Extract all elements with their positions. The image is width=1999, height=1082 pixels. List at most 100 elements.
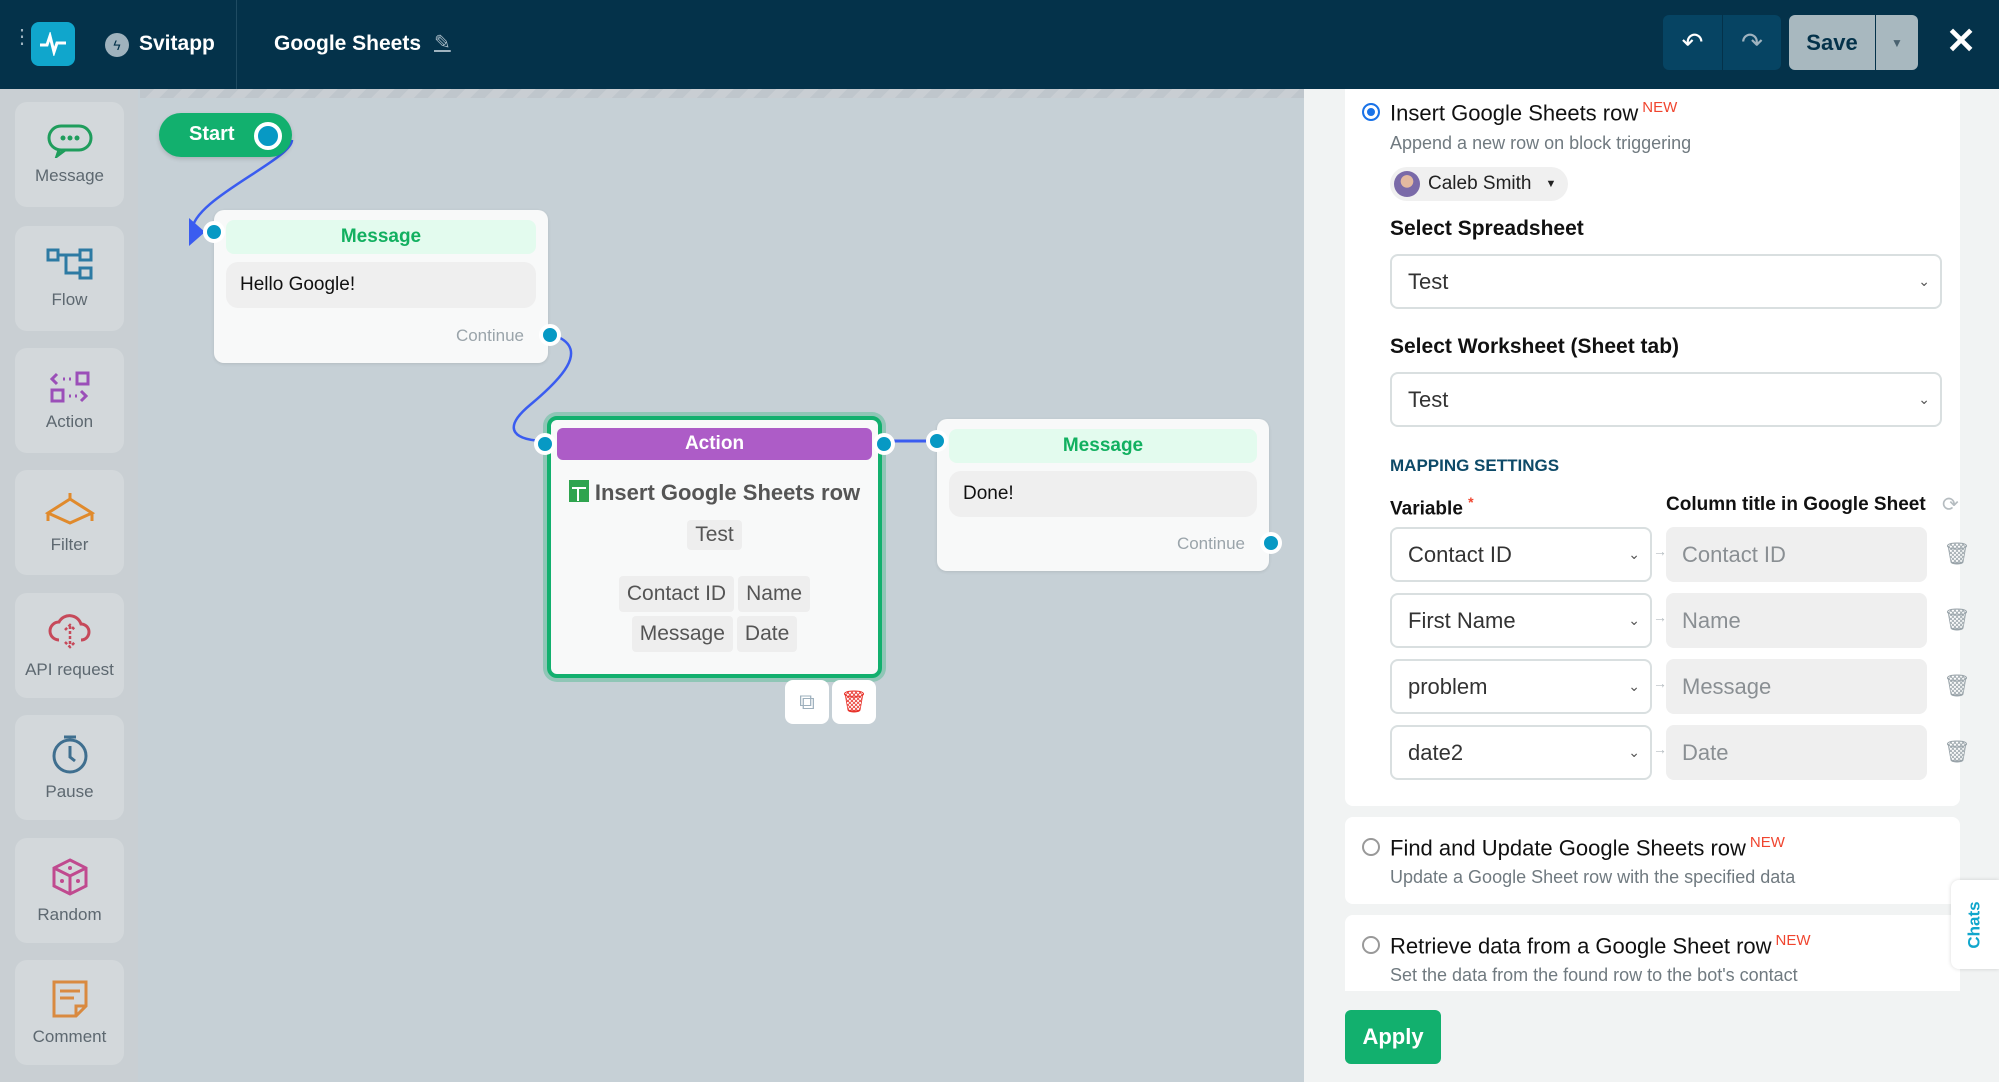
input-port[interactable]	[534, 433, 556, 455]
variable-header: Variable *	[1390, 494, 1474, 520]
chevron-down-icon: ▼	[1891, 35, 1903, 50]
delete-row-icon[interactable]: 🗑	[1943, 607, 1971, 632]
palette-label: Filter	[50, 534, 89, 554]
save-options-button[interactable]: ▼	[1876, 15, 1918, 70]
trash-icon: 🗑	[840, 689, 868, 714]
refresh-icon[interactable]: ⟳	[1942, 494, 1959, 516]
start-node[interactable]: Start	[159, 113, 292, 157]
spreadsheet-select[interactable]: Test ⌄	[1390, 254, 1942, 309]
new-badge: NEW	[1775, 932, 1811, 949]
node-title: Message	[949, 429, 1257, 463]
palette-item-comment[interactable]: Comment	[15, 960, 124, 1065]
filter-icon	[44, 492, 95, 525]
variable-select[interactable]: Contact ID⌄	[1390, 527, 1652, 582]
top-bar: ⋮ ϟ Svitapp Google Sheets ✎ ↶ ↷ Save ▼ ✕	[0, 0, 1999, 89]
column-chip: Message	[631, 616, 733, 652]
chats-tab[interactable]: Chats	[1951, 880, 1999, 969]
select-value: Test	[1408, 268, 1449, 294]
arrow-right-icon: →	[1653, 741, 1667, 757]
app-name[interactable]: Svitapp	[139, 32, 215, 55]
input-value: Name	[1682, 607, 1741, 633]
message-node-2[interactable]: Message Done! Continue	[926, 419, 1282, 571]
note-icon	[52, 980, 87, 1017]
action-node[interactable]: Action Insert Google Sheets row Test Con…	[534, 416, 895, 678]
action-name: Insert Google Sheets row	[551, 480, 878, 506]
palette-label: Random	[37, 904, 102, 924]
continue-output-port[interactable]	[539, 324, 561, 346]
apply-button[interactable]: Apply	[1345, 1010, 1441, 1064]
output-port[interactable]	[873, 433, 895, 455]
spreadsheet-label: Select Spreadsheet	[1390, 217, 1584, 240]
select-value: Test	[1408, 386, 1449, 412]
continue-output-port[interactable]	[1260, 532, 1282, 554]
palette-item-pause[interactable]: Pause	[15, 715, 124, 820]
edge-arrowhead	[189, 218, 205, 246]
find-update-radio[interactable]	[1362, 838, 1380, 856]
chevron-down-icon: ⌄	[1628, 678, 1640, 694]
undo-icon: ↶	[1681, 27, 1704, 57]
sheet-chip-row: Test	[551, 518, 878, 552]
flow-title: Google Sheets	[274, 32, 422, 55]
start-output-port[interactable]	[254, 122, 282, 150]
message-text: Hello Google!	[226, 262, 536, 308]
arrow-right-icon: →	[1653, 543, 1667, 559]
column-title-input[interactable]: Name	[1666, 593, 1927, 648]
palette-label: Message	[35, 165, 104, 185]
logo-icon[interactable]	[31, 22, 75, 66]
option-title-text: Find and Update Google Sheets row	[1390, 835, 1746, 861]
node-title: Action	[557, 428, 872, 460]
undo-button[interactable]: ↶	[1663, 15, 1722, 70]
input-port[interactable]	[926, 430, 948, 452]
column-title-input[interactable]: Contact ID	[1666, 527, 1927, 582]
save-button[interactable]: Save	[1789, 15, 1875, 70]
chats-tab-label: Chats	[1964, 900, 1984, 949]
edit-pencil-icon[interactable]: ✎	[434, 32, 451, 54]
delete-node-button[interactable]: 🗑	[832, 680, 876, 724]
breadcrumb-divider	[236, 0, 237, 89]
account-selector[interactable]: Caleb Smith ▼	[1390, 167, 1568, 201]
column-title-input[interactable]: Date	[1666, 725, 1927, 780]
messenger-icon: ϟ	[105, 33, 129, 57]
copy-icon: ⧉	[799, 689, 815, 714]
select-value: date2	[1408, 739, 1464, 765]
input-port[interactable]	[203, 221, 225, 243]
chevron-down-icon: ⌄	[1918, 273, 1930, 289]
column-chip: Contact ID	[618, 576, 735, 612]
palette-item-message[interactable]: Message	[15, 102, 124, 207]
chevron-down-icon: ⌄	[1628, 744, 1640, 760]
palette-label: API request	[25, 659, 114, 679]
palette-item-action[interactable]: Action	[15, 348, 124, 453]
variable-select[interactable]: problem⌄	[1390, 659, 1652, 714]
column-chip: Name	[738, 576, 811, 612]
message-text: Done!	[949, 471, 1257, 517]
action-icon	[49, 371, 89, 402]
insert-row-radio[interactable]	[1362, 103, 1380, 121]
delete-row-icon[interactable]: 🗑	[1943, 673, 1971, 698]
continue-label: Continue	[1176, 534, 1245, 553]
column-title-input[interactable]: Message	[1666, 659, 1927, 714]
close-icon[interactable]: ✕	[1946, 20, 1977, 61]
redo-button[interactable]: ↷	[1723, 15, 1781, 70]
delete-row-icon[interactable]: 🗑	[1943, 541, 1971, 566]
message-node-1[interactable]: Message Hello Google! Continue	[203, 210, 561, 363]
palette-label: Action	[45, 411, 94, 431]
palette-item-random[interactable]: Random	[15, 838, 124, 943]
clock-icon	[52, 735, 87, 773]
worksheet-select[interactable]: Test⌄	[1390, 372, 1942, 427]
delete-row-icon[interactable]: 🗑	[1943, 739, 1971, 764]
palette-item-api-request[interactable]: API request	[15, 593, 124, 698]
variable-select[interactable]: date2 ⌄	[1390, 725, 1652, 780]
duplicate-node-button[interactable]: ⧉	[785, 680, 829, 724]
action-name-text: Insert Google Sheets row	[594, 480, 861, 505]
input-value: Contact ID	[1682, 541, 1786, 567]
option-subtitle: Set the data from the found row to the b…	[1390, 965, 1798, 985]
palette-item-filter[interactable]: Filter	[15, 470, 124, 575]
caret-down-icon: ▼	[1545, 178, 1557, 190]
variable-select[interactable]: First Name⌄	[1390, 593, 1652, 648]
retrieve-radio[interactable]	[1362, 936, 1380, 954]
palette-item-flow[interactable]: Flow	[15, 226, 124, 331]
